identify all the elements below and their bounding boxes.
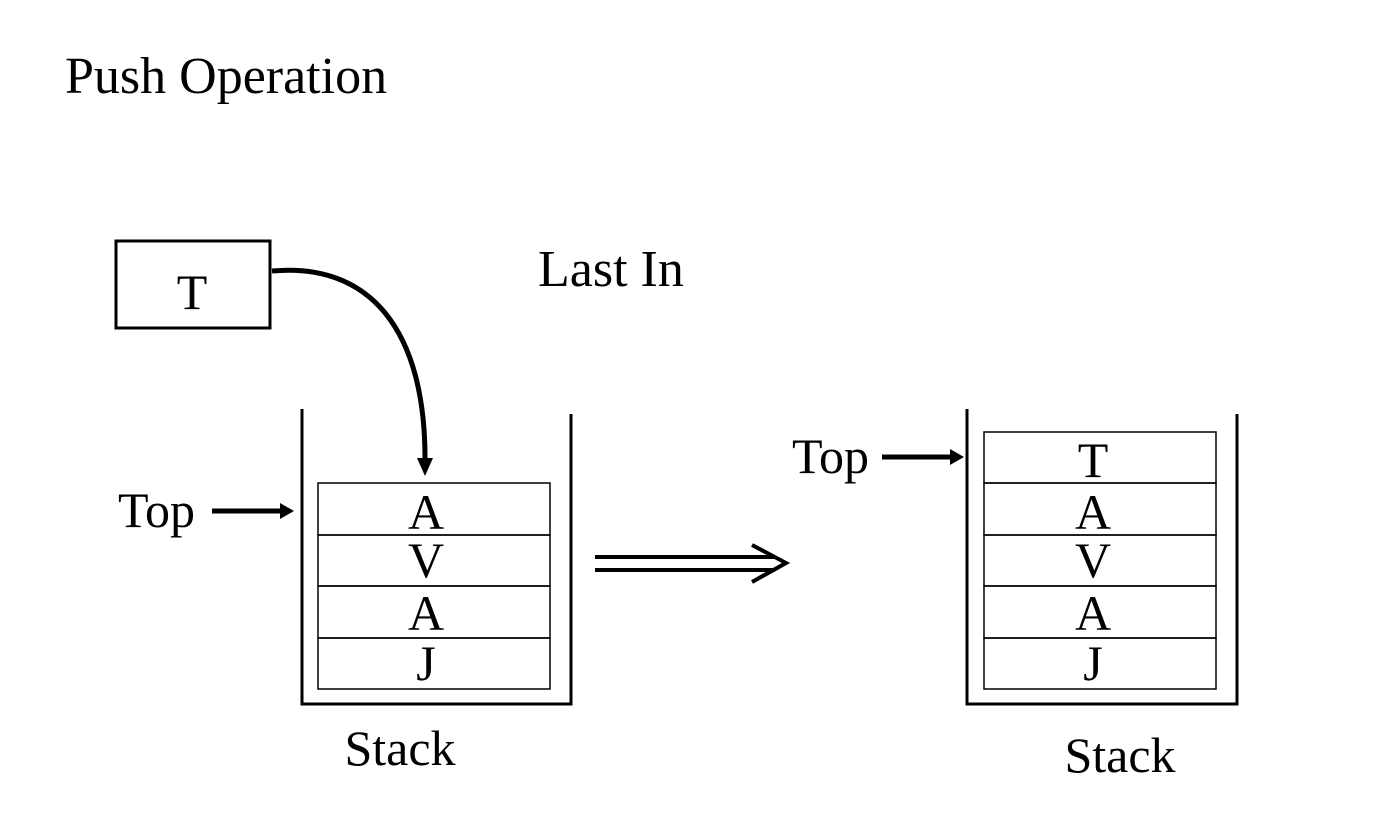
stack-item: T [1078, 432, 1109, 488]
pushed-item-label: T [177, 264, 208, 320]
transition-double-arrow [595, 543, 791, 584]
stack-container-after [965, 409, 1239, 706]
last-in-label: Last In [538, 241, 684, 298]
push-arrow [271, 267, 428, 463]
top-label-after: Top [792, 428, 869, 484]
stack-cell [983, 637, 1217, 690]
stack-item: A [1075, 585, 1111, 641]
stack-cell [317, 637, 551, 690]
top-label-before: Top [118, 482, 195, 538]
push-arrow-head [417, 458, 433, 476]
pushed-item-box [114, 239, 272, 330]
stack-item: J [416, 635, 435, 691]
stack-item: A [408, 585, 444, 641]
stack-container-before [300, 409, 573, 706]
stack-item: V [1075, 532, 1111, 588]
diagram-title: Push Operation [65, 48, 387, 105]
stack-caption-before: Stack [344, 720, 455, 776]
stack-caption-after: Stack [1064, 727, 1175, 783]
stack-item: A [408, 484, 444, 540]
stack-items-after: T A V A J [983, 431, 1217, 691]
top-arrow-before-head [280, 503, 294, 519]
stack-item: A [1075, 484, 1111, 540]
top-arrow-after-head [950, 449, 964, 465]
stack-item: V [408, 532, 444, 588]
stack-item: J [1083, 635, 1102, 691]
stack-items-before: A V A J [317, 482, 551, 691]
